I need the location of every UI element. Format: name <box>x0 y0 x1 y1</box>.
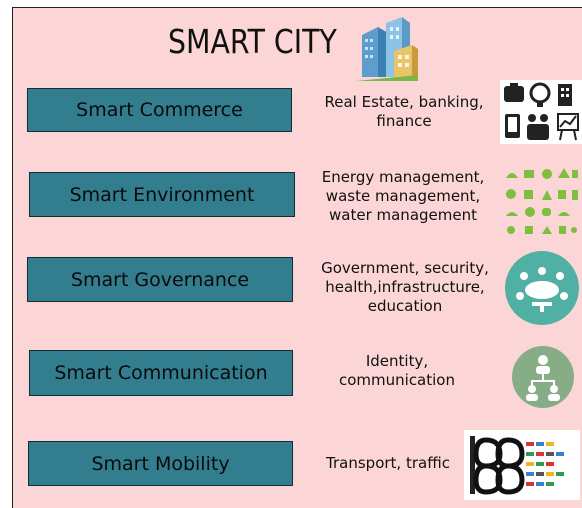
smart-commerce-box: Smart Commerce <box>27 88 292 132</box>
smart-communication-description: Identity,communication <box>338 352 455 389</box>
smart-governance-box: Smart Governance <box>27 257 293 302</box>
meeting-table-icon <box>505 251 579 325</box>
smart-governance-description: Government, security,health,infrastructu… <box>321 259 489 315</box>
city-buildings-icon <box>356 17 418 81</box>
smart-mobility-box: Smart Mobility <box>28 441 293 486</box>
smart-environment-description: Energy management,waste management,water… <box>321 168 485 224</box>
user-network-icon <box>512 346 574 408</box>
diagram-title: SMART CITY <box>168 22 337 61</box>
business-icons-grid-icon <box>500 80 582 144</box>
smart-communication-box: Smart Communication <box>29 350 293 396</box>
traffic-road-icon <box>464 430 580 500</box>
smart-environment-box: Smart Environment <box>29 172 295 217</box>
smart-mobility-description: Transport, traffic <box>326 454 450 472</box>
smart-commerce-description: Real Estate, banking,finance <box>324 93 484 130</box>
eco-icons-grid-icon <box>502 164 580 236</box>
